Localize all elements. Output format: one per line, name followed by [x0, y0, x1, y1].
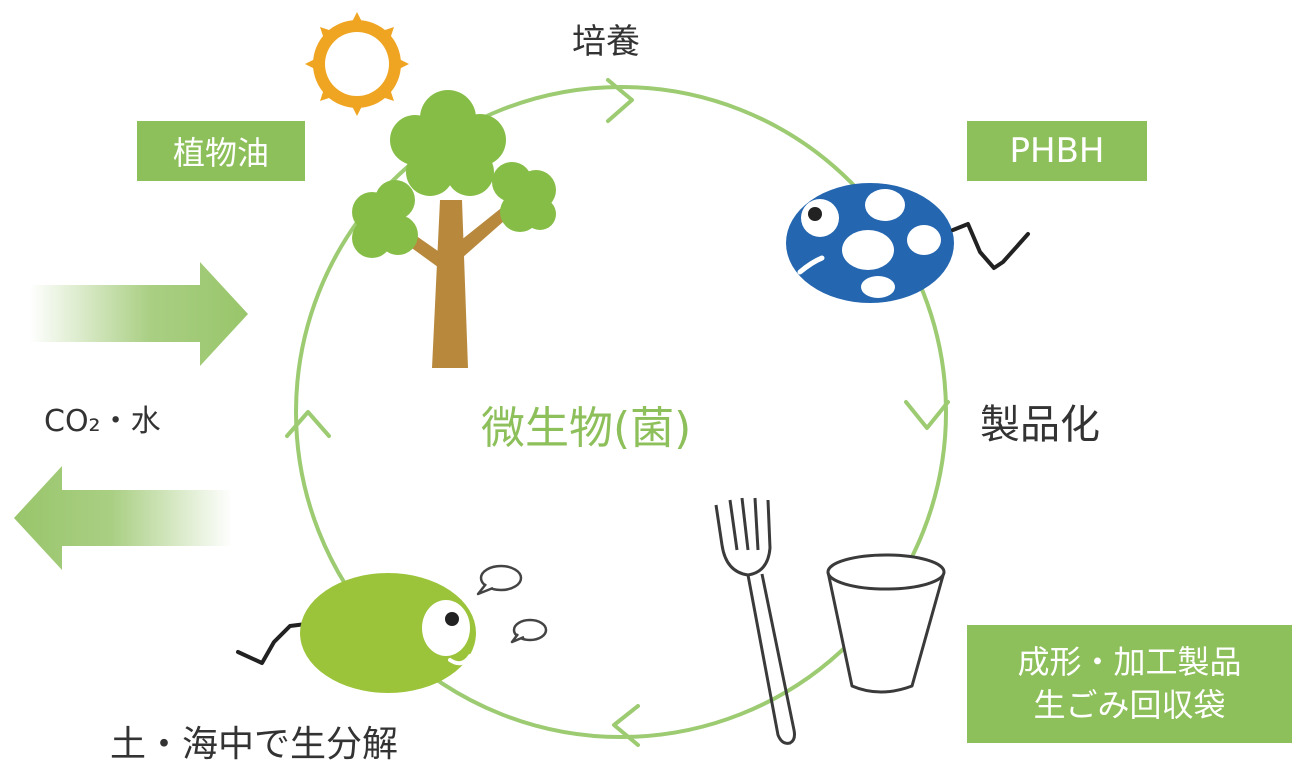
products-label-line2: 生ごみ回収袋: [1033, 686, 1226, 724]
cycle-chevron-right: [904, 400, 950, 430]
co2-uptake-arrow: [30, 262, 248, 366]
co2-water-label: CO₂・水: [44, 404, 161, 439]
productization-label: 製品化: [980, 402, 1100, 448]
co2-release-arrow: [14, 466, 232, 570]
products-label: 成形・加工製品 生ごみ回収袋: [967, 625, 1292, 743]
microbe-center-label: 微生物(菌): [481, 403, 692, 454]
products-label-line1: 成形・加工製品: [1017, 642, 1242, 681]
cup-icon: [826, 553, 946, 694]
phbh-label: PHBH: [967, 121, 1147, 181]
biodegrade-label: 土・海中で生分解: [110, 724, 399, 765]
cycle-ring: [294, 85, 948, 739]
sun-icon: [305, 12, 409, 116]
cycle-chevron-top: [606, 78, 634, 123]
cycle-chevron-left: [285, 410, 331, 438]
culture-label: 培養: [572, 22, 640, 62]
speech-bubble-icon: [476, 564, 548, 644]
cycle-chevron-bottom: [612, 704, 640, 747]
tree-icon: [352, 90, 556, 368]
phbh-bug-icon: [786, 183, 1030, 303]
microbe-icon: [236, 573, 476, 693]
plant-oil-label: 植物油: [137, 121, 305, 181]
fork-icon: [714, 497, 796, 745]
